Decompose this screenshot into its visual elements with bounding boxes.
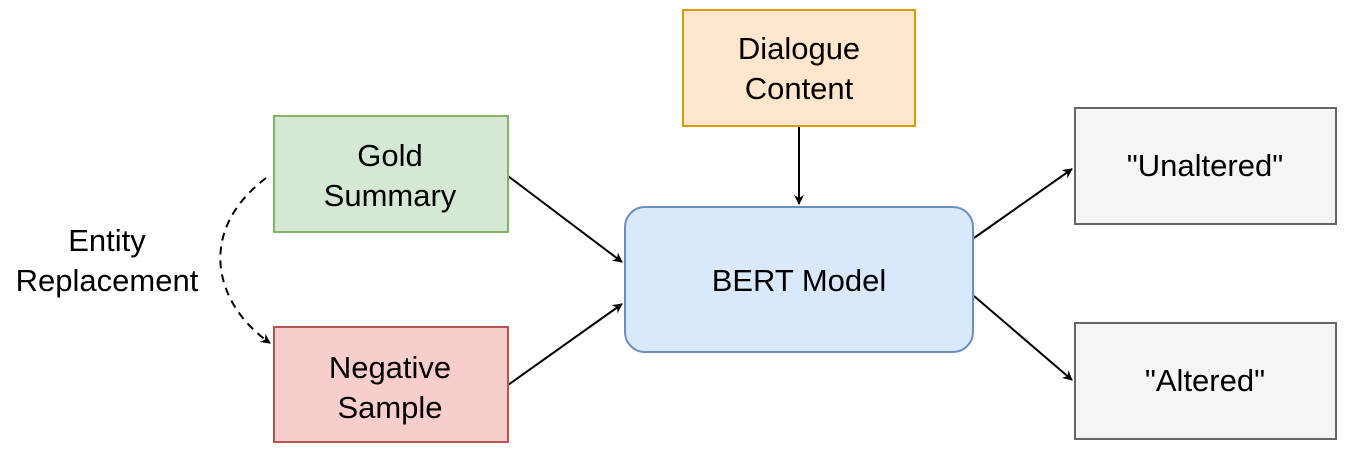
gold-summary-label-line1: Gold [357,138,422,173]
node-altered: "Altered" [1074,322,1337,440]
gold-summary-box [273,115,509,233]
edges [219,127,1073,386]
entity-replacement-line2: Replacement [16,263,199,298]
node-bert-model: BERT Model [624,206,974,353]
altered-label: "Altered" [1145,363,1265,398]
altered-box [1074,322,1337,440]
node-dialogue-content: Dialogue Content [682,9,916,127]
edge-bert-to-unaltered [973,168,1073,239]
node-unaltered: "Unaltered" [1074,107,1337,225]
dialogue-label-line1: Dialogue [738,31,860,66]
edge-negative-to-bert [507,303,623,386]
entity-replacement-label: Entity Replacement [4,212,214,298]
node-gold-summary: Gold Summary [273,115,509,233]
node-negative-sample: Negative Sample [273,326,509,443]
unaltered-box [1074,107,1337,225]
gold-summary-label-line2: Summary [324,178,457,213]
edge-entity-replacement [219,177,271,344]
bert-model-box [624,206,974,353]
bert-model-label: BERT Model [712,263,887,298]
negative-sample-box [273,326,509,443]
negative-sample-label-line2: Sample [337,390,442,425]
dialogue-label-line2: Content [745,71,854,106]
edge-gold-to-bert [507,175,623,263]
edge-bert-to-altered [973,295,1073,381]
entity-replacement-line1: Entity [68,223,146,258]
negative-sample-label-line1: Negative [329,350,451,385]
unaltered-label: "Unaltered" [1127,148,1283,183]
dialogue-box [682,9,916,127]
